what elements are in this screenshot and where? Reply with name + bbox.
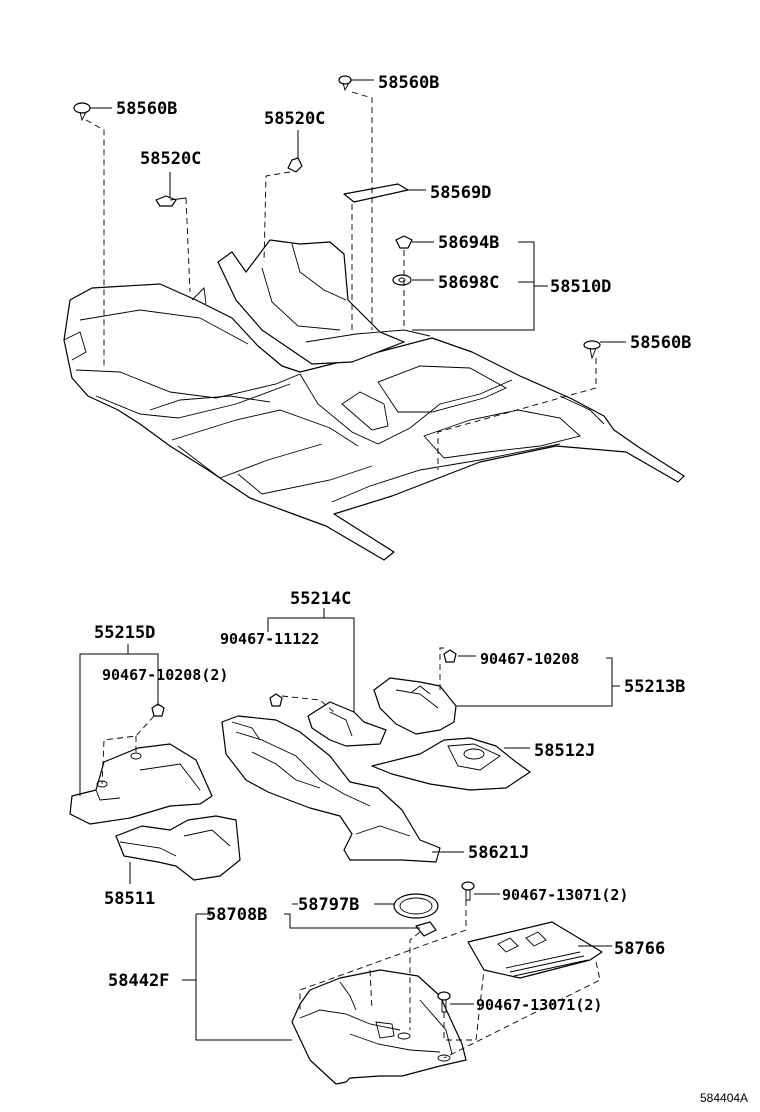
label-58560B-a: 58560B (116, 99, 177, 119)
clip-58560B-b-icon (338, 75, 352, 92)
label-58694B: 58694B (438, 233, 499, 253)
diagram-reference-code: 584404A (700, 1091, 748, 1105)
label-55214C: 55214C (290, 589, 351, 609)
silencer-58442F (291, 969, 467, 1085)
bolt-90467-13071-b-icon (437, 991, 451, 1013)
label-58442F: 58442F (108, 971, 169, 991)
label-58621J: 58621J (468, 843, 529, 863)
washer-58698C-icon (392, 274, 412, 286)
label-58708B: 58708B (206, 905, 267, 925)
label-58512J: 58512J (534, 741, 595, 761)
label-58511: 58511 (104, 889, 155, 909)
label-58569D: 58569D (430, 183, 491, 203)
label-58560B-c: 58560B (630, 333, 691, 353)
silencer-58621J (221, 715, 441, 863)
bolt-90467-13071-a-icon (461, 881, 475, 901)
label-90467-11122: 90467-11122 (220, 630, 319, 648)
label-58560B-b: 58560B (378, 73, 439, 93)
label-58520C-b: 58520C (264, 109, 325, 129)
clip-90467-10208-icon (443, 649, 457, 663)
silencer-55215D (69, 743, 213, 825)
label-58520C-a: 58520C (140, 149, 201, 169)
clip-90467-10208-2-icon (151, 703, 165, 717)
label-90467-10208-2: 90467-10208(2) (102, 666, 228, 684)
clip-58708B-icon (415, 921, 437, 937)
floor-carpet-main (63, 239, 685, 561)
label-58766: 58766 (614, 939, 665, 959)
pad-58511 (115, 815, 241, 881)
label-58510D: 58510D (550, 277, 611, 297)
ring-58797B-icon (393, 893, 439, 919)
label-90467-13071-b: 90467-13071(2) (476, 996, 602, 1014)
pad-58512J (371, 737, 531, 791)
nut-58694B-icon (395, 235, 413, 249)
plate-58766 (467, 921, 603, 979)
label-90467-10208: 90467-10208 (480, 650, 579, 668)
clip-58560B-c-icon (583, 340, 601, 360)
label-90467-13071-a: 90467-13071(2) (502, 886, 628, 904)
clip-58520C-b-icon (287, 157, 303, 173)
label-55215D: 55215D (94, 623, 155, 643)
plate-58569D-icon (343, 183, 409, 203)
label-58698C: 58698C (438, 273, 499, 293)
label-58797B: 58797B (298, 895, 359, 915)
silencer-55214C (307, 701, 387, 747)
clip-58560B-a-icon (73, 102, 91, 122)
clip-58520C-a-icon (155, 195, 187, 207)
silencer-55213B (373, 677, 457, 735)
label-55213B: 55213B (624, 677, 685, 697)
clip-90467-11122-icon (269, 693, 283, 707)
